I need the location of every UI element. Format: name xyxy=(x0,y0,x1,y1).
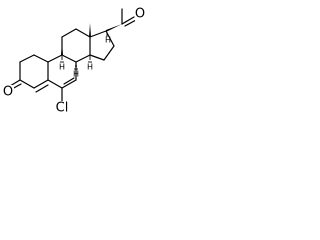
h-label-c9: H xyxy=(59,63,65,72)
steroid-structure-diagram: O O Cl H H H H xyxy=(3,7,146,116)
h-label-c8: H xyxy=(73,70,79,79)
ring-c xyxy=(61,28,91,63)
c13-methyl-wedge xyxy=(89,23,91,37)
h-label-c14: H xyxy=(87,63,93,72)
ring-a xyxy=(19,54,49,93)
ring-b xyxy=(47,54,77,89)
c17-h-hash xyxy=(106,33,108,37)
c10-methyl-wedge xyxy=(61,42,63,55)
chlorine-label: Cl xyxy=(56,101,69,116)
oxygen-label-c3: O xyxy=(3,85,13,100)
acetyl-side-chain xyxy=(106,8,137,32)
oxygen-label-acetyl: O xyxy=(135,7,145,22)
h-label-c17: H xyxy=(105,36,111,45)
c9-h-hash xyxy=(60,56,64,63)
ring-d xyxy=(89,30,115,61)
c8-h-hash xyxy=(74,63,78,70)
c14-h-hash xyxy=(88,56,92,63)
